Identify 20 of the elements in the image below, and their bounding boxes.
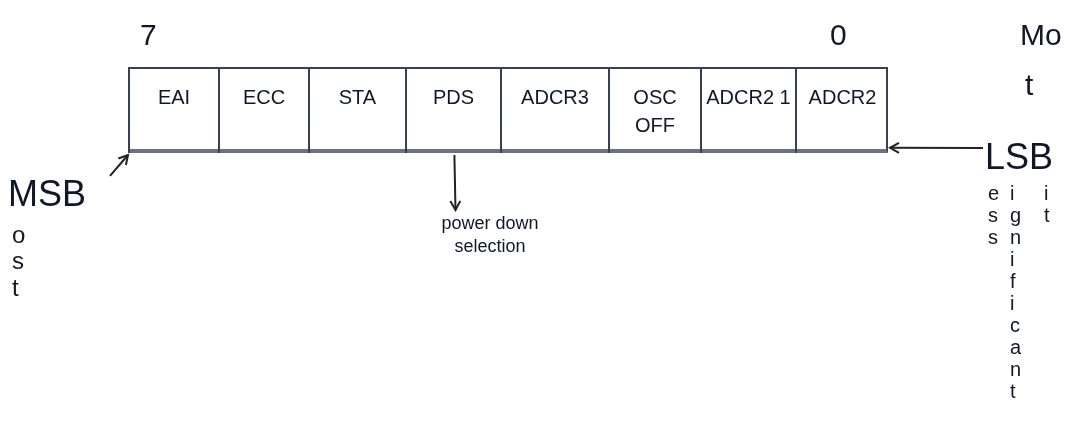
arrow — [889, 141, 984, 154]
note-text: t — [1025, 68, 1034, 101]
note-text: 7 — [140, 18, 157, 51]
register-bit-cell: PDS — [405, 67, 500, 153]
note-text: 0 — [830, 18, 847, 51]
register-bit-cell: OSC OFF — [608, 67, 700, 153]
register-bit-cell: ECC — [218, 67, 308, 153]
vertical-note: it — [1044, 182, 1051, 226]
register-box — [128, 67, 888, 153]
register-bit-cell: ADCR2 1 — [700, 67, 795, 153]
bit-label: LSB — [985, 132, 1066, 182]
arrow — [109, 154, 129, 177]
register-bit-cell: ADCR2 — [795, 67, 888, 153]
register-bit-cell: STA — [308, 67, 405, 153]
note-text: Mo — [1020, 18, 1062, 51]
register-bit-cell: EAI — [128, 67, 218, 153]
annotation-text: power down selection — [415, 212, 565, 292]
arrow — [449, 154, 462, 211]
bit-label: MSB — [8, 168, 108, 220]
register-bit-cell: ADCR3 — [500, 67, 608, 153]
